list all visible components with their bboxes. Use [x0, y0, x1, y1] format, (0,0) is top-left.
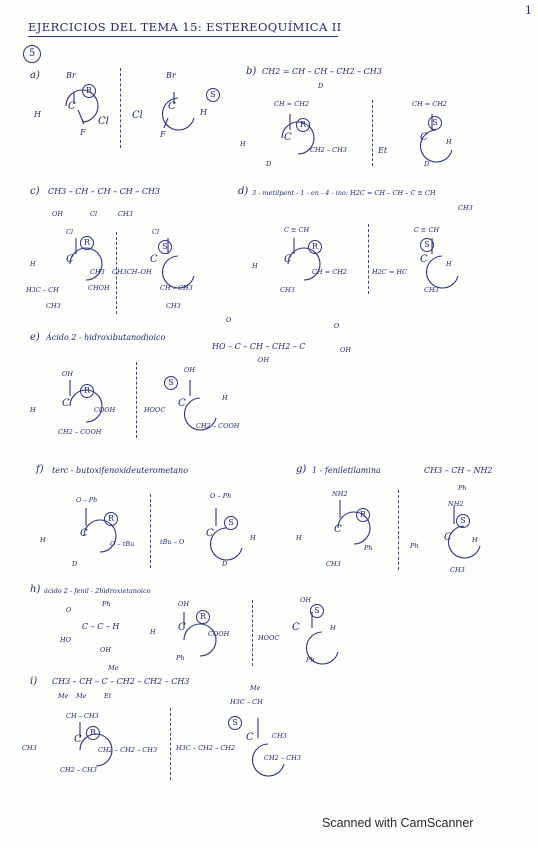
page-title: EJERCICIOS DEL TEMA 15: ESTEREOQUÍMICA I… — [28, 20, 342, 34]
item-h-label: h) — [30, 584, 41, 595]
item-e-name: Ácido 2 - hidroxibutanodioico — [46, 333, 166, 342]
page-number: 1 — [525, 4, 532, 17]
item-h-formula: C – C – H — [82, 622, 120, 631]
item-i-label: i) — [30, 676, 38, 687]
item-f-name: terc - butoxifenoxideuterometano — [52, 466, 189, 475]
item-c-label: c) — [30, 186, 40, 197]
item-e-label: e) — [30, 332, 40, 343]
item-b-label: b) — [246, 66, 257, 77]
item-e-formula: HO – C – CH – CH2 – C — [212, 342, 306, 351]
title-underline — [28, 36, 338, 37]
config-R: R — [82, 84, 96, 98]
item-g-label: g) — [296, 464, 307, 475]
item-a-label: a) — [30, 70, 40, 81]
item-g-name: 1 - feniletilamina — [312, 466, 381, 475]
exercise-number: 5 — [23, 45, 41, 63]
item-c-formula: CH3 – CH – CH – CH – CH3 — [48, 187, 161, 196]
item-b-formula: CH2 = CH – CH – CH2 – CH3 — [262, 67, 382, 76]
config-S: S — [206, 88, 220, 102]
scanner-watermark: Scanned with CamScanner — [322, 816, 474, 830]
item-h-name: ácido 2 - fenil - 2hidroxietanoico — [44, 587, 151, 595]
newman-arc — [65, 89, 99, 125]
item-i-formula: CH3 – CH – C – CH2 – CH2 – CH3 — [52, 677, 190, 686]
item-g-formula: CH3 – CH – NH2 — [424, 466, 493, 475]
item-d-label: d) — [238, 186, 249, 197]
item-d-formula: 3 - metilpent - 1 - en - 4 - ino: H2C = … — [252, 189, 436, 197]
item-f-label: f) — [36, 464, 44, 475]
